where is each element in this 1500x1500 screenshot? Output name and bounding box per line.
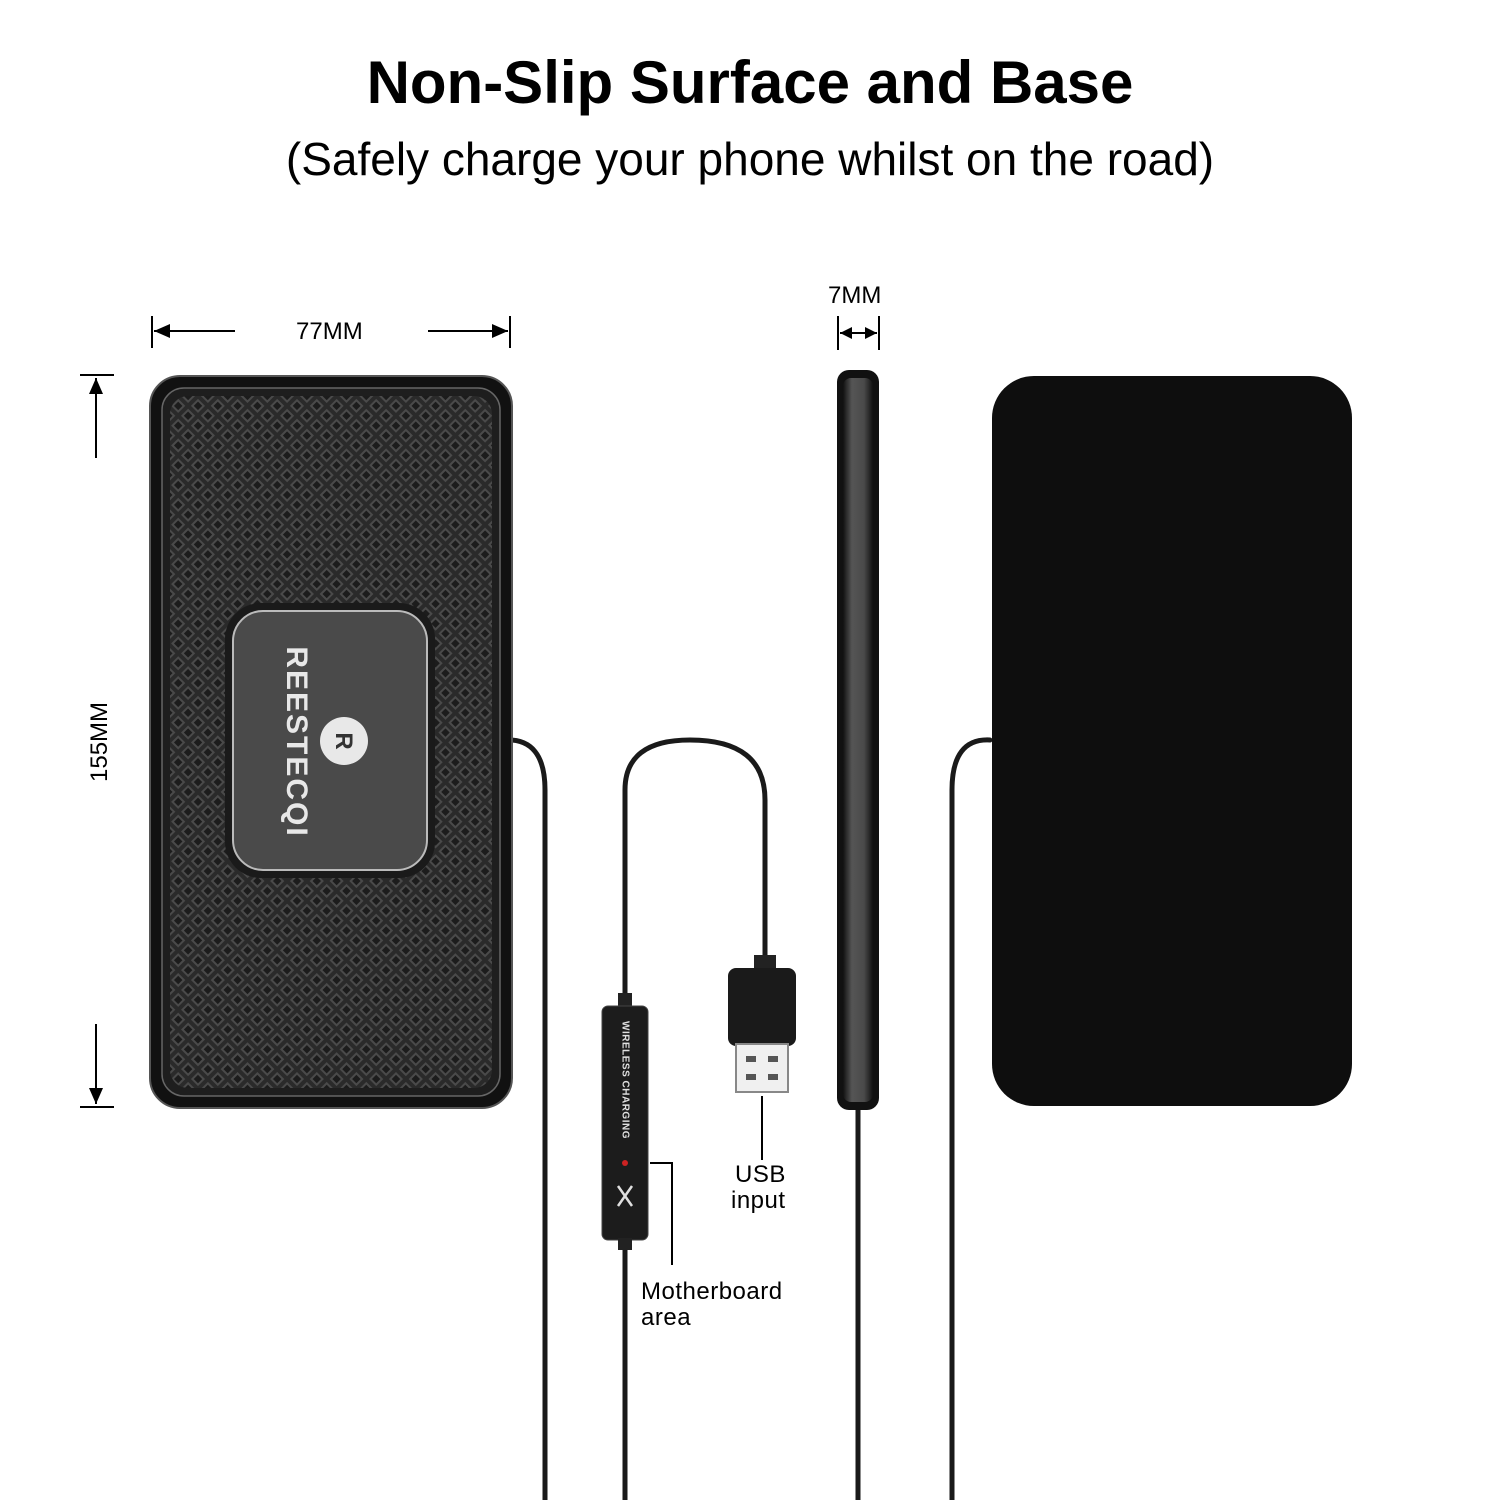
height-label: 155MM: [86, 701, 113, 782]
motherboard-leader-line: [650, 1162, 673, 1265]
thickness-label: 7MM: [828, 282, 882, 309]
page-title: Non-Slip Surface and Base: [366, 49, 1134, 116]
controller-box: [601, 993, 649, 1250]
width-label: 77MM: [296, 318, 363, 345]
motherboard-label-line1: Motherboard: [641, 1278, 783, 1305]
usb-plug-icon: [728, 955, 796, 1093]
wireless-wave-icon: [616, 1185, 634, 1207]
charging-pad-back: [992, 376, 1352, 1106]
arrow-left-icon: [154, 324, 235, 338]
logo-r-icon: R: [320, 717, 368, 765]
height-dimension: [80, 374, 114, 1108]
arrow-down-icon: [89, 1024, 103, 1104]
brand-name: REESTECQI: [280, 646, 313, 838]
cables: [502, 737, 993, 1500]
motherboard-label-line2: area: [641, 1304, 692, 1331]
page-subtitle: (Safely charge your phone whilst on the …: [285, 133, 1215, 185]
indicator-led: [622, 1160, 628, 1166]
usb-label-line2: input: [731, 1187, 786, 1214]
arrow-up-icon: [89, 378, 103, 458]
controller-label: WIRELESS CHARGING: [619, 1021, 631, 1139]
width-dimension: [151, 316, 511, 348]
charging-pad-side: [837, 370, 879, 1110]
thickness-dimension: [837, 316, 880, 350]
arrow-right-icon: [428, 324, 508, 338]
usb-label-line1: USB: [735, 1161, 786, 1188]
svg-text:R: R: [330, 732, 357, 749]
